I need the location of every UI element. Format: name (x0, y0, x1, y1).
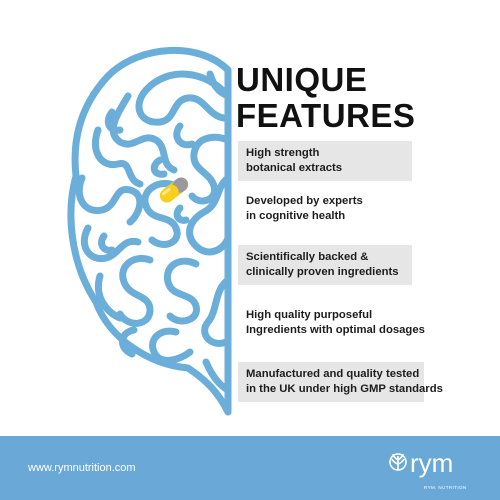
feature-line: Scientifically backed & (246, 251, 369, 263)
page-title: UNIQUE FEATURES (236, 62, 415, 134)
feature-line: High strength (246, 147, 320, 159)
logo-wordmark: rym (410, 448, 453, 478)
feature-line: clinically proven ingredients (246, 266, 399, 278)
feature-manufactured-uk: Manufactured and quality tested in the U… (238, 362, 443, 402)
feature-developed-by-experts: Developed by experts in cognitive health (238, 189, 412, 229)
rym-tree-logo-icon: rym (389, 448, 453, 478)
feature-line: Manufactured and quality tested (246, 368, 420, 380)
brain-maze-icon (67, 46, 232, 416)
website-link[interactable]: www.rymnutrition.com (28, 462, 136, 474)
feature-line: High quality purposeful (246, 309, 373, 321)
feature-high-quality: High quality purposeful Ingredients with… (238, 303, 425, 343)
feature-line: in the UK under high GMP standards (246, 383, 443, 395)
capsule-icon (159, 177, 189, 203)
feature-scientifically-backed: Scientifically backed & clinically prove… (238, 245, 412, 285)
feature-botanical-extracts: High strength botanical extracts (238, 141, 412, 181)
feature-line: Developed by experts (246, 195, 363, 207)
logo-caption: RYM. NUTRITION (424, 485, 467, 490)
title-line-1: UNIQUE (236, 61, 368, 98)
title-line-2: FEATURES (236, 97, 416, 134)
feature-line: botanical extracts (246, 162, 343, 174)
feature-line: in cognitive health (246, 210, 346, 222)
footer-band: www.rymnutrition.com rym RYM. NUTRITION (0, 436, 500, 500)
feature-line: Ingredients with optimal dosages (246, 324, 425, 336)
brand-logo: rym RYM. NUTRITION (388, 442, 488, 498)
